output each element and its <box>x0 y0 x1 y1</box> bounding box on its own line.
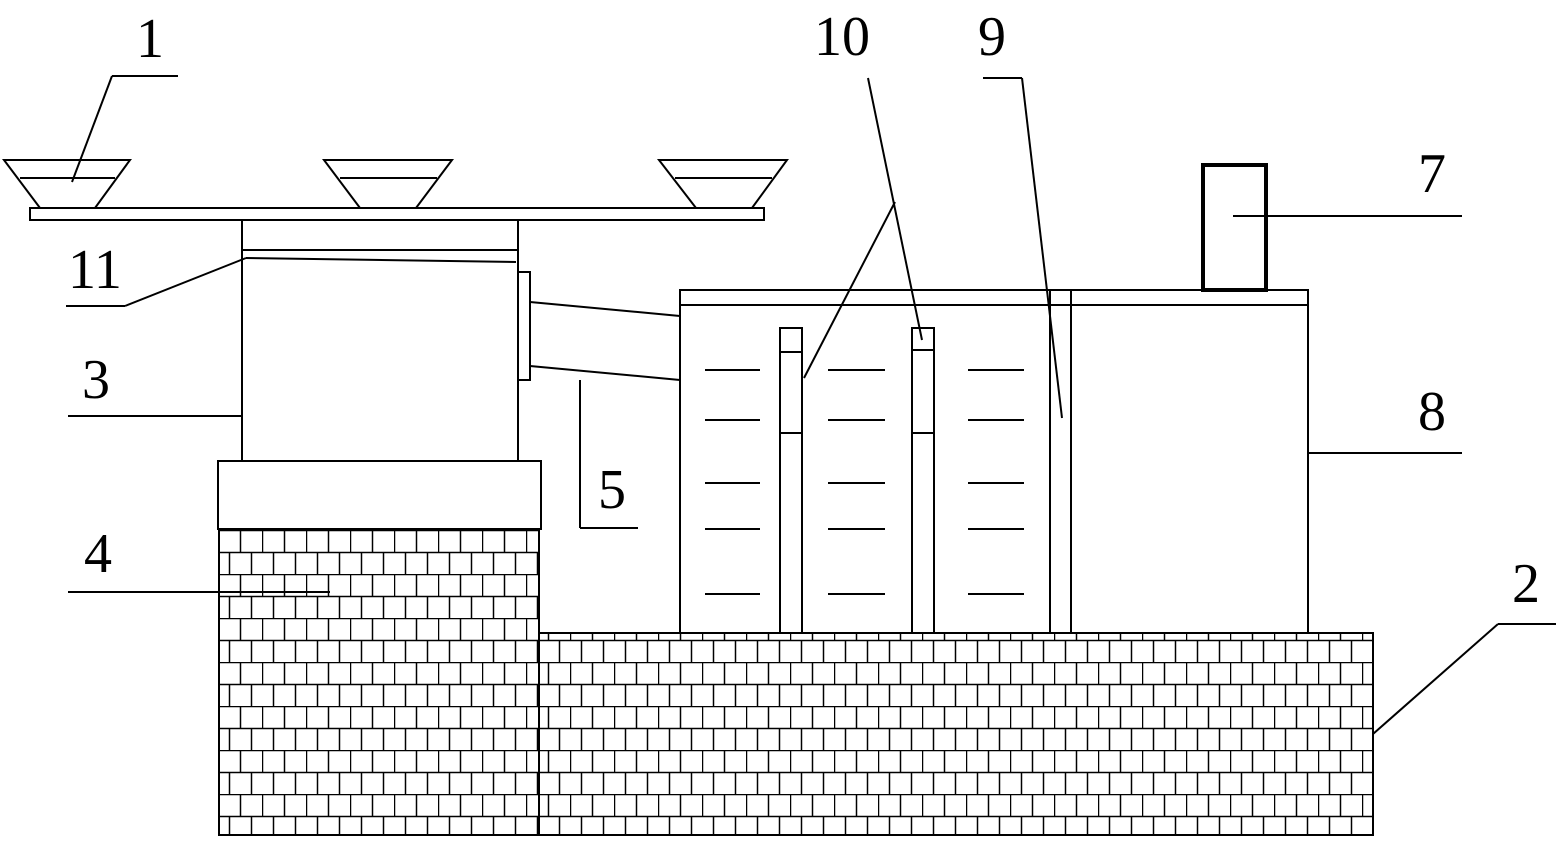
upper-pipe <box>529 301 681 317</box>
tank-body <box>679 289 1309 634</box>
label-7: 7 <box>1418 143 1446 205</box>
side-port <box>517 271 531 381</box>
leader-lines <box>66 75 1556 735</box>
brick-base-large <box>538 632 1374 836</box>
funnel-left <box>2 159 132 209</box>
label-4: 4 <box>84 523 112 585</box>
funnel-middle <box>322 159 454 209</box>
label-9: 9 <box>978 6 1006 68</box>
rod-10-left <box>779 327 803 634</box>
label-8: 8 <box>1418 381 1446 443</box>
box-7 <box>1201 163 1268 292</box>
label-10: 10 <box>814 6 870 68</box>
label-2: 2 <box>1512 553 1540 615</box>
unit-3-body <box>241 219 519 462</box>
lower-pipe <box>529 365 681 381</box>
unit-11-line <box>245 257 517 263</box>
label-3: 3 <box>82 349 110 411</box>
funnel-right <box>656 159 789 209</box>
rod-10-right <box>911 327 935 634</box>
label-11: 11 <box>68 239 122 301</box>
shelf-marks <box>705 369 1024 595</box>
top-plate <box>29 207 765 221</box>
brick-base-small <box>218 528 540 836</box>
pedestal-block <box>217 460 542 530</box>
label-1: 1 <box>136 8 164 70</box>
label-5: 5 <box>598 459 626 521</box>
